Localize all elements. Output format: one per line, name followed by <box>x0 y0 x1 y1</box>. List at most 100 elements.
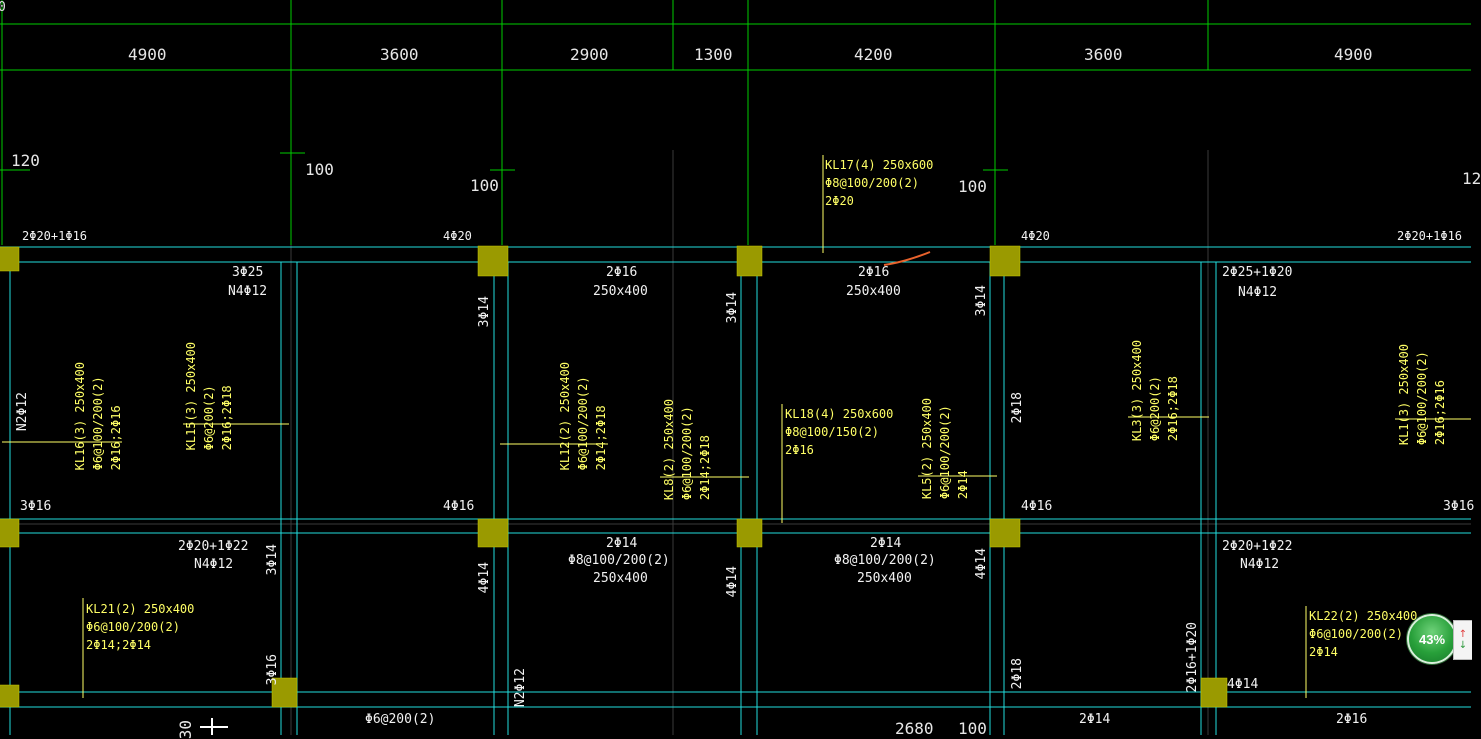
rebar-label: 2Φ25+1Φ20 <box>1222 265 1293 280</box>
rebar-label: 4Φ14 <box>477 562 492 594</box>
rebar-label: 250x400 <box>593 571 648 586</box>
up-arrow-icon: ↑ <box>1458 629 1468 640</box>
beam-label-kl3[interactable]: KL3(3) 250x400 Φ6@200(2) 2Φ16;2Φ18 <box>1128 340 1182 441</box>
beam-label-line: Φ8@100/200(2) <box>825 176 919 190</box>
rebar-label: 3Φ16 <box>1443 499 1475 514</box>
beam-label-line: 2Φ16;2Φ16 <box>1433 380 1447 446</box>
rebar-label: 2Φ20+1Φ22 <box>178 539 249 554</box>
beam-label-line: 2Φ16;2Φ18 <box>1166 376 1180 442</box>
beam-label-line: Φ6@200(2) <box>1148 376 1162 442</box>
rebar-label: 2Φ14 <box>870 536 902 551</box>
beam-label-line: Φ6@100/200(2) <box>576 376 590 471</box>
rebar-label: 3Φ14 <box>725 292 740 324</box>
speed-tray[interactable]: ↑ ↓ <box>1453 620 1472 660</box>
offset-label: 12 <box>1462 169 1481 188</box>
beam-label-kl16[interactable]: KL16(3) 250x400 Φ6@100/200(2) 2Φ16;2Φ16 <box>71 362 125 470</box>
beam-label-line: KL5(2) 250x400 <box>920 398 934 500</box>
rebar-label: 4Φ14 <box>974 548 989 580</box>
dimension-label: 0 <box>0 0 6 15</box>
dimension-label: 2900 <box>570 45 609 64</box>
beam-label-kl18[interactable]: KL18(4) 250x600 Φ8@100/150(2) 2Φ16 <box>785 405 893 459</box>
offset-label: 120 <box>11 151 40 170</box>
beam-label-line: 2Φ14 <box>956 470 970 500</box>
rebar-label: Φ6@200(2) <box>365 712 436 727</box>
beam-label-kl22[interactable]: KL22(2) 250x400 Φ6@100/200(2) 2Φ14 <box>1309 607 1417 661</box>
rebar-label: Φ8@100/200(2) <box>834 553 936 568</box>
beam-label-kl5[interactable]: KL5(2) 250x400 Φ6@100/200(2) 2Φ14 <box>918 398 972 499</box>
dimension-label: 4900 <box>128 45 167 64</box>
rebar-label: 2Φ16+1Φ20 <box>1185 622 1200 693</box>
offset-label: 2680 <box>895 719 934 738</box>
column <box>477 518 509 548</box>
down-arrow-icon: ↓ <box>1458 640 1468 651</box>
axis-grid-lines <box>0 0 1471 245</box>
axis-center-lines <box>0 150 1471 735</box>
beam-label-kl15[interactable]: KL15(3) 250x400 Φ6@200(2) 2Φ16;2Φ18 <box>182 342 236 450</box>
rebar-label: 4Φ16 <box>1021 499 1053 514</box>
beam-label-line: KL15(3) 250x400 <box>184 342 198 451</box>
beam-label-kl12[interactable]: KL12(2) 250x400 Φ6@100/200(2) 2Φ14;2Φ18 <box>556 362 610 470</box>
rebar-label: N2Φ12 <box>513 668 528 708</box>
beam-label-kl21[interactable]: KL21(2) 250x400 Φ6@100/200(2) 2Φ14;2Φ14 <box>86 600 194 654</box>
columns <box>0 245 1228 708</box>
beam-label-kl17[interactable]: KL17(4) 250x600 Φ8@100/200(2) 2Φ20 <box>825 156 933 210</box>
beam-label-line: KL18(4) 250x600 <box>785 407 894 421</box>
cursor-marker <box>200 718 228 735</box>
beam-label-line: Φ6@100/200(2) <box>938 405 952 500</box>
rebar-label: 3Φ14 <box>477 296 492 328</box>
offset-label: 100 <box>305 160 334 179</box>
dimension-label: 4900 <box>1334 45 1373 64</box>
rebar-label: 3Φ25 <box>232 265 264 280</box>
offset-label: 100 <box>958 719 987 738</box>
rebar-label: N4Φ12 <box>1240 557 1280 572</box>
beam-label-kl8[interactable]: KL8(2) 250x400 Φ6@100/200(2) 2Φ14;2Φ18 <box>660 399 714 500</box>
dimension-label: 1300 <box>694 45 733 64</box>
dimension-label: 3600 <box>380 45 419 64</box>
rebar-label: 2Φ18 <box>1010 658 1025 690</box>
beam-label-line: KL22(2) 250x400 <box>1309 609 1418 623</box>
beam-label-line: 2Φ16;2Φ16 <box>109 405 123 471</box>
rebar-label: 3Φ16 <box>265 654 280 686</box>
offset-label: 100 <box>470 176 499 195</box>
beam-label-line: Φ6@100/200(2) <box>680 406 694 501</box>
beam-label-line: Φ6@100/200(2) <box>1415 351 1429 446</box>
beam-label-line: KL16(3) 250x400 <box>73 362 87 471</box>
beam-label-line: KL3(3) 250x400 <box>1130 340 1144 442</box>
rebar-label: 4Φ16 <box>443 499 475 514</box>
beam-label-line: KL12(2) 250x400 <box>558 362 572 471</box>
column <box>989 518 1021 548</box>
column <box>0 246 20 272</box>
column <box>1200 677 1228 708</box>
beam-label-line: 2Φ14;2Φ18 <box>698 435 712 501</box>
column <box>271 677 298 708</box>
rebar-label: 2Φ16 <box>858 265 890 280</box>
rebar-label: 250x400 <box>857 571 912 586</box>
dimension-label: 3600 <box>1084 45 1123 64</box>
rebar-label: 3Φ14 <box>265 544 280 576</box>
column <box>0 684 20 708</box>
rebar-label: N4Φ12 <box>228 284 268 299</box>
rebar-label: 4Φ14 <box>1227 677 1259 692</box>
revision-mark <box>883 251 931 266</box>
rebar-label: 3Φ16 <box>20 499 52 514</box>
rebar-label: 2Φ20+1Φ22 <box>1222 539 1293 554</box>
beam-label-line: Φ6@100/200(2) <box>91 376 105 471</box>
column <box>0 518 20 548</box>
rebar-label: 2Φ20+1Φ16 <box>1397 229 1463 243</box>
rebar-label: 2Φ14 <box>606 536 638 551</box>
offset-label: 30 <box>176 720 195 739</box>
rebar-label: 4Φ20 <box>443 229 472 243</box>
rebar-label: N4Φ12 <box>1238 285 1278 300</box>
rebar-label: N4Φ12 <box>194 557 234 572</box>
column <box>736 518 763 548</box>
rebar-label: 2Φ16 <box>1336 712 1368 727</box>
beam-label-line: 2Φ14 <box>1309 645 1338 659</box>
network-speed-ball[interactable]: 43% <box>1407 614 1457 664</box>
beam-label-line: Φ6@100/200(2) <box>86 620 180 634</box>
column <box>989 245 1021 277</box>
rebar-label: 3Φ14 <box>974 285 989 317</box>
column <box>477 245 509 277</box>
rebar-label: 4Φ14 <box>725 566 740 598</box>
beam-label-kl1[interactable]: KL1(3) 250x400 Φ6@100/200(2) 2Φ16;2Φ16 <box>1395 344 1449 445</box>
